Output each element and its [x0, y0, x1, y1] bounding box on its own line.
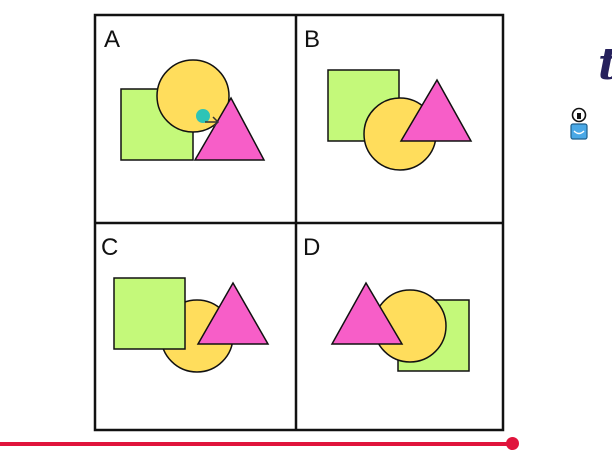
panel-c-square	[113, 277, 186, 350]
cursor-arrow-icon	[196, 109, 220, 128]
panel-a-triangle	[193, 96, 266, 161]
panel-a-circle	[156, 59, 230, 133]
panel-c[interactable]: C	[96, 224, 295, 429]
progress-bar[interactable]	[0, 442, 512, 446]
box-icon[interactable]	[570, 123, 588, 140]
panel-c-triangle	[196, 281, 270, 345]
panel-b[interactable]: B	[297, 16, 502, 222]
panel-grid	[93, 13, 505, 432]
cursor-dot	[196, 109, 210, 123]
panel-a[interactable]: A	[96, 16, 295, 222]
panel-b-triangle	[399, 78, 473, 142]
panel-b-label: B	[304, 26, 320, 53]
box-icon-mark	[573, 130, 585, 135]
panel-d[interactable]: D	[297, 224, 502, 429]
panel-a-label: A	[104, 26, 120, 53]
box-icon-body	[570, 123, 588, 140]
panel-c-label: C	[101, 234, 118, 261]
panel-d-label: D	[303, 234, 320, 261]
side-glyph: t	[598, 39, 612, 90]
panel-d-triangle	[330, 281, 404, 345]
lightbulb-filament	[577, 113, 581, 119]
lightbulb-icon[interactable]	[571, 107, 587, 123]
cursor-arrow-stroke	[205, 116, 220, 128]
progress-knob[interactable]	[506, 437, 519, 450]
